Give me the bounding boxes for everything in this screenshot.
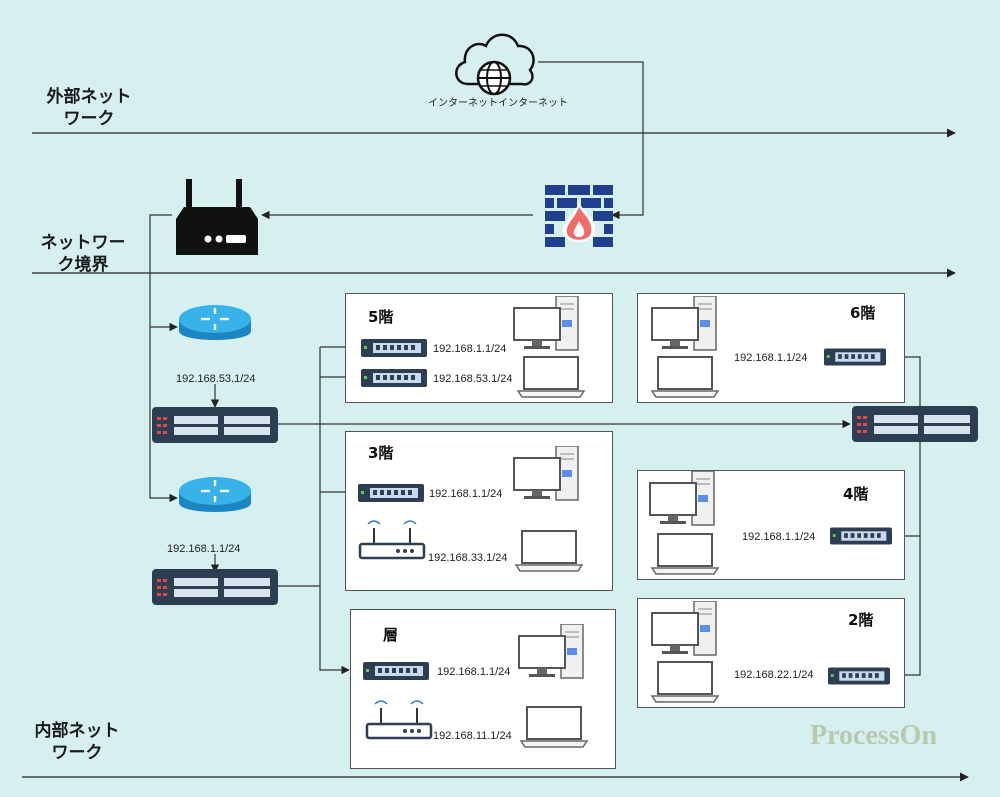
floor-2-ip-a: 192.168.22.1/24 [734, 669, 814, 681]
laptop-icon [650, 661, 720, 703]
router-bottom-icon [179, 477, 251, 512]
floor-1-ip-b: 192.168.11.1/24 [433, 730, 512, 742]
switch-icon [824, 348, 886, 366]
laptop-icon [514, 530, 584, 572]
floor-1-box: 層 192.168.1.1/24 192.168.11.1/24 [350, 609, 616, 769]
gateway-router-icon [176, 179, 258, 255]
floor-3-ip-a: 192.168.1.1/24 [429, 488, 503, 500]
floor-3-ip-b: 192.168.33.1/24 [428, 552, 508, 564]
floor-3-box: 3階 192.168.1.1/24 192.168.33.1/24 [345, 431, 613, 591]
floor-4-box: 4階 192.168.1.1/24 [637, 470, 905, 580]
processon-watermark: ProcessOn [810, 720, 938, 751]
switch-icon [830, 527, 892, 545]
laptop-icon [650, 533, 720, 575]
floor-2-title: 2階 [848, 611, 874, 629]
router-top-ip: 192.168.53.1/24 [176, 373, 256, 385]
floor-3-title: 3階 [368, 444, 394, 462]
floor-1-ip-a: 192.168.1.1/24 [437, 666, 511, 678]
floor-6-title: 6階 [850, 304, 876, 322]
desktop-pc-icon [513, 446, 579, 501]
desktop-pc-icon [518, 624, 584, 679]
left-trunk-line [278, 347, 321, 587]
floor-6-ip-a: 192.168.1.1/24 [734, 352, 808, 364]
switch-icon [828, 667, 890, 685]
core-switch-right-icon [852, 406, 978, 442]
switch-icon [361, 339, 427, 357]
switch-icon [358, 484, 424, 502]
cloud-to-firewall-link [538, 61, 644, 220]
floor-5-ip-a: 192.168.1.1/24 [433, 343, 507, 355]
wifi-router-icon [365, 700, 433, 740]
desktop-pc-icon [649, 471, 715, 526]
zone-label-external: 外部ネットワーク [46, 87, 132, 129]
zone-label-internal: 内部ネットワーク [34, 721, 120, 763]
floor-5-box: 5階 192.168.1.1/24 192.168.53.1/24 [345, 293, 613, 403]
floor-6-box: 6階 192.168.1.1/24 [637, 293, 905, 403]
desktop-pc-icon [651, 601, 717, 656]
zone-label-boundary: ネットワーク境界 [40, 233, 126, 275]
laptop-icon [650, 356, 720, 398]
switch-icon [363, 662, 429, 680]
floor-1-title: 層 [383, 626, 399, 644]
laptop-icon [519, 706, 589, 748]
core-switch-top-icon [152, 407, 278, 443]
desktop-pc-icon [651, 296, 717, 351]
cloud-globe-icon [455, 33, 535, 96]
core-switch-bottom-icon [152, 569, 278, 605]
router-bottom-ip: 192.168.1.1/24 [167, 543, 241, 555]
laptop-icon [516, 356, 586, 398]
trunk-to-1f-switch [319, 586, 350, 675]
desktop-pc-icon [513, 296, 579, 351]
internet-label: インターネットインターネット [428, 98, 568, 109]
floor-4-title: 4階 [843, 485, 869, 503]
wifi-router-icon [358, 520, 426, 560]
router-top-icon [179, 305, 251, 340]
floor-4-ip-a: 192.168.1.1/24 [742, 531, 816, 543]
switch-icon [361, 369, 427, 387]
floor-5-ip-b: 192.168.53.1/24 [433, 373, 513, 385]
floor-5-title: 5階 [368, 308, 394, 326]
gateway-to-router-bottom-link [149, 214, 178, 503]
floor-2-box: 2階 192.168.22.1/24 [637, 598, 905, 708]
firewall-icon [545, 185, 613, 247]
